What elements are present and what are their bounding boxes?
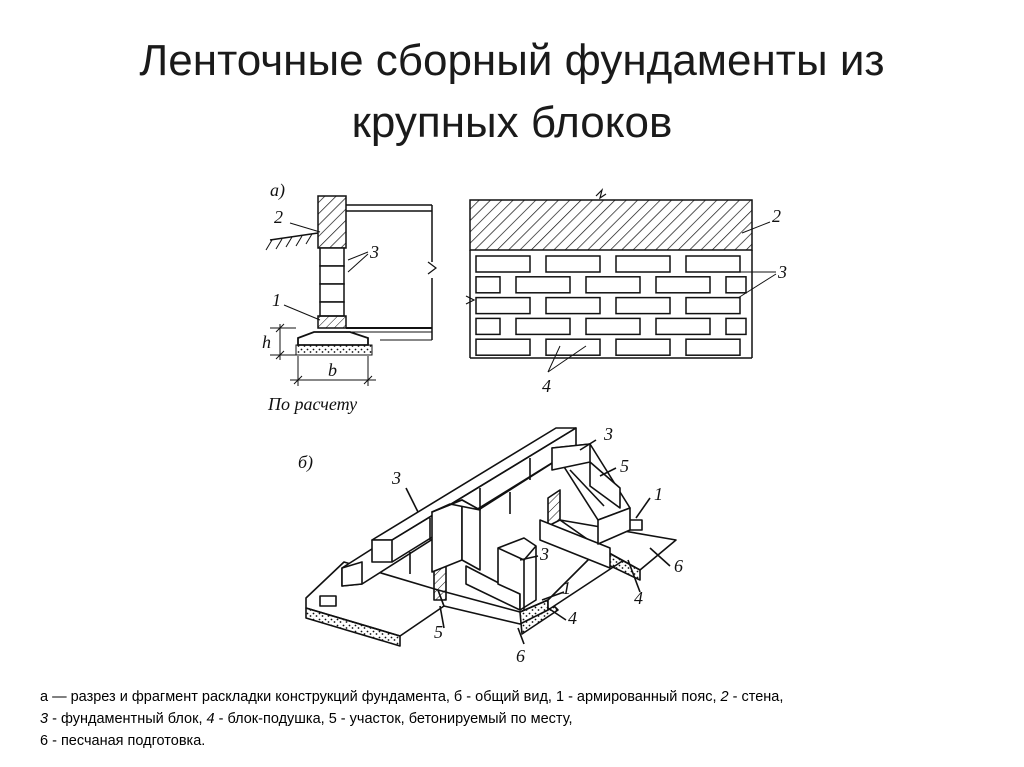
title-line-1: Ленточные сборный фундаменты из bbox=[139, 36, 885, 85]
marker-5-iso-right: 5 bbox=[620, 456, 629, 476]
foundation-block bbox=[615, 296, 671, 315]
foundation-blocks-grid bbox=[475, 255, 747, 356]
marker-6-iso-bottom: 6 bbox=[516, 646, 525, 666]
reinforced-belt bbox=[317, 315, 347, 329]
foundation-block bbox=[475, 338, 531, 356]
part-b-label: б) bbox=[298, 452, 313, 473]
foundation-block bbox=[475, 296, 531, 315]
caption-text: а — разрез и фрагмент раскладки конструк… bbox=[40, 689, 721, 705]
caption-text: - фундаментный блок, bbox=[48, 711, 207, 727]
foundation-block bbox=[585, 317, 641, 336]
dimension-b: b bbox=[328, 360, 337, 380]
marker-1-iso-bottom: 1 bbox=[562, 578, 571, 598]
wall-section bbox=[317, 195, 347, 249]
caption-number: 4 bbox=[206, 711, 215, 727]
foundation-diagram: а) bbox=[262, 180, 787, 666]
foundation-block bbox=[615, 255, 671, 273]
foundation-block bbox=[515, 276, 571, 294]
foundation-block bbox=[655, 317, 711, 336]
foundation-block bbox=[685, 338, 741, 356]
foundation-block bbox=[545, 338, 601, 356]
caption-text: - блок-подушка, 5 - участок, бетонируемы… bbox=[214, 711, 573, 727]
wall-elevation bbox=[469, 199, 753, 251]
foundation-block bbox=[515, 317, 571, 336]
foundation-block bbox=[545, 255, 601, 273]
block-layout-fragment: 2 3 4 bbox=[465, 188, 787, 396]
caption-text: - стена, bbox=[728, 689, 784, 705]
dimension-h: h bbox=[262, 332, 271, 352]
marker-5-iso-bottom: 5 bbox=[434, 622, 443, 642]
marker-3-fragment: 3 bbox=[777, 262, 787, 282]
foundation-block bbox=[545, 296, 601, 315]
foundation-block bbox=[475, 255, 531, 273]
sand-bed bbox=[295, 344, 373, 356]
foundation-block bbox=[655, 276, 711, 294]
title-line-2: крупных блоков bbox=[351, 98, 673, 147]
part-a-label: а) bbox=[270, 180, 285, 201]
cushion-block bbox=[297, 331, 369, 346]
marker-1-iso-right: 1 bbox=[654, 484, 663, 504]
foundation-block bbox=[725, 317, 747, 336]
calculation-note: По расчету bbox=[267, 394, 357, 414]
figure-caption: а — разрез и фрагмент раскладки конструк… bbox=[40, 686, 1000, 752]
caption-number: 2 bbox=[720, 689, 729, 705]
foundation-block bbox=[475, 317, 501, 336]
slide-title: Ленточные сборный фундаменты из крупных … bbox=[0, 30, 1024, 154]
foundation-block-stack bbox=[319, 247, 345, 317]
caption-line-1: а — разрез и фрагмент раскладки конструк… bbox=[40, 686, 1000, 708]
marker-2-a: 2 bbox=[274, 207, 283, 227]
marker-3-a: 3 bbox=[369, 242, 379, 262]
foundation-block bbox=[685, 255, 741, 273]
foundation-block bbox=[725, 276, 747, 294]
caption-line-3: 6 - песчаная подготовка. bbox=[40, 733, 206, 749]
isometric-view-b: б) bbox=[298, 424, 683, 666]
marker-1-a: 1 bbox=[272, 290, 281, 310]
marker-6-iso-right: 6 bbox=[674, 556, 683, 576]
marker-3-iso-inner: 3 bbox=[539, 544, 549, 564]
marker-4-iso-right: 4 bbox=[634, 588, 643, 608]
marker-3-iso-top: 3 bbox=[603, 424, 613, 444]
foundation-block bbox=[615, 338, 671, 356]
marker-2-fragment: 2 bbox=[772, 206, 781, 226]
foundation-block bbox=[585, 276, 641, 294]
marker-4-fragment: 4 bbox=[542, 376, 551, 396]
foundation-block bbox=[475, 276, 501, 294]
marker-4-iso-bottom: 4 bbox=[568, 608, 577, 628]
caption-line-2: 3 - фундаментный блок, 4 - блок-подушка,… bbox=[40, 708, 1000, 730]
marker-3-iso-left: 3 bbox=[391, 468, 401, 488]
section-view-a: а) bbox=[262, 180, 437, 414]
foundation-block bbox=[685, 296, 741, 315]
caption-number: 3 bbox=[40, 711, 49, 727]
